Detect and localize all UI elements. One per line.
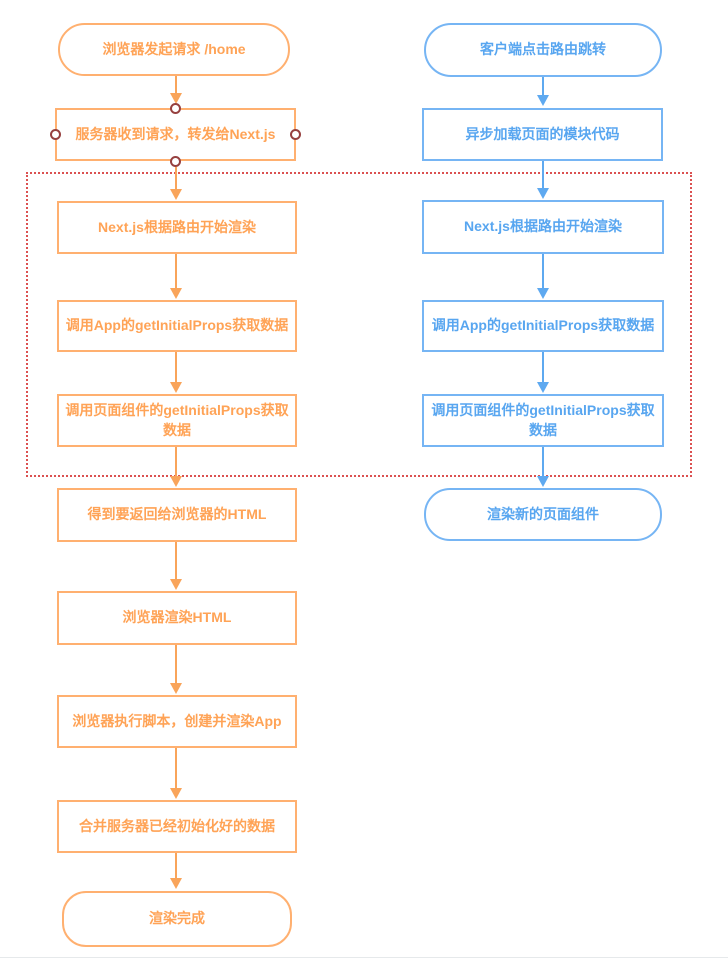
connector-arrow[interactable]: [170, 352, 182, 393]
flow-node-html-returned[interactable]: 得到要返回给浏览器的HTML: [57, 488, 297, 542]
node-label: 浏览器渲染HTML: [122, 609, 232, 626]
node-label: 调用App的getInitialProps获取数据: [431, 317, 655, 334]
flow-node-render-complete[interactable]: 渲染完成: [62, 891, 292, 947]
connector-arrow[interactable]: [537, 447, 549, 487]
node-label: Next.js根据路由开始渲染: [98, 218, 256, 235]
node-label: 调用页面组件的getInitialProps获取数据: [65, 401, 289, 438]
node-label: 浏览器发起请求 /home: [102, 40, 246, 57]
flow-node-merge-server-data[interactable]: 合并服务器已经初始化好的数据: [57, 800, 297, 853]
page-bottom-divider: [0, 957, 728, 958]
flow-node-page-getinitialprops-client[interactable]: 调用页面组件的getInitialProps获取数据: [422, 394, 664, 447]
connector-arrow[interactable]: [537, 254, 549, 299]
flow-node-browser-render-html[interactable]: 浏览器渲染HTML: [57, 591, 297, 645]
node-label: 调用App的getInitialProps获取数据: [65, 317, 289, 334]
node-label: 渲染新的页面组件: [487, 505, 599, 522]
connector-arrow[interactable]: [170, 542, 182, 590]
connector-arrow[interactable]: [170, 254, 182, 299]
node-label: 浏览器执行脚本，创建并渲染App: [72, 712, 282, 729]
connection-point-top[interactable]: [170, 103, 181, 114]
connector-arrow[interactable]: [537, 161, 549, 199]
flow-node-app-getinitialprops-client[interactable]: 调用App的getInitialProps获取数据: [422, 300, 664, 352]
node-label: 合并服务器已经初始化好的数据: [79, 817, 275, 834]
node-label: 异步加载页面的模块代码: [465, 125, 620, 142]
connection-point-right[interactable]: [290, 129, 301, 140]
render-phase-group-outline[interactable]: [26, 172, 692, 477]
flow-node-browser-request[interactable]: 浏览器发起请求 /home: [58, 23, 290, 76]
flow-node-server-receives-request[interactable]: 服务器收到请求，转发给Next.js: [55, 108, 296, 161]
flow-node-browser-run-script[interactable]: 浏览器执行脚本，创建并渲染App: [57, 695, 297, 748]
node-label: Next.js根据路由开始渲染: [464, 218, 622, 235]
connection-point-left[interactable]: [50, 129, 61, 140]
connector-arrow[interactable]: [170, 853, 182, 889]
flow-node-async-load-module[interactable]: 异步加载页面的模块代码: [422, 108, 663, 161]
flow-node-nextjs-render-start-client[interactable]: Next.js根据路由开始渲染: [422, 200, 664, 254]
node-label: 渲染完成: [149, 910, 205, 927]
flow-node-client-route-click[interactable]: 客户端点击路由跳转: [424, 23, 662, 77]
connector-arrow[interactable]: [537, 77, 549, 106]
flow-node-nextjs-render-start-server[interactable]: Next.js根据路由开始渲染: [57, 201, 297, 254]
flow-node-app-getinitialprops-server[interactable]: 调用App的getInitialProps获取数据: [57, 300, 297, 352]
connector-arrow[interactable]: [170, 645, 182, 694]
flow-node-render-new-page[interactable]: 渲染新的页面组件: [424, 488, 662, 541]
node-label: 调用页面组件的getInitialProps获取数据: [431, 401, 655, 438]
flow-node-page-getinitialprops-server[interactable]: 调用页面组件的getInitialProps获取数据: [57, 394, 297, 447]
connection-point-bottom[interactable]: [170, 156, 181, 167]
node-label: 客户端点击路由跳转: [480, 41, 606, 58]
connector-arrow[interactable]: [170, 76, 182, 104]
node-label: 得到要返回给浏览器的HTML: [87, 506, 267, 523]
connector-arrow[interactable]: [170, 447, 182, 487]
connector-arrow[interactable]: [537, 352, 549, 393]
node-label: 服务器收到请求，转发给Next.js: [75, 125, 276, 142]
connector-arrow[interactable]: [170, 167, 182, 200]
connector-arrow[interactable]: [170, 748, 182, 799]
